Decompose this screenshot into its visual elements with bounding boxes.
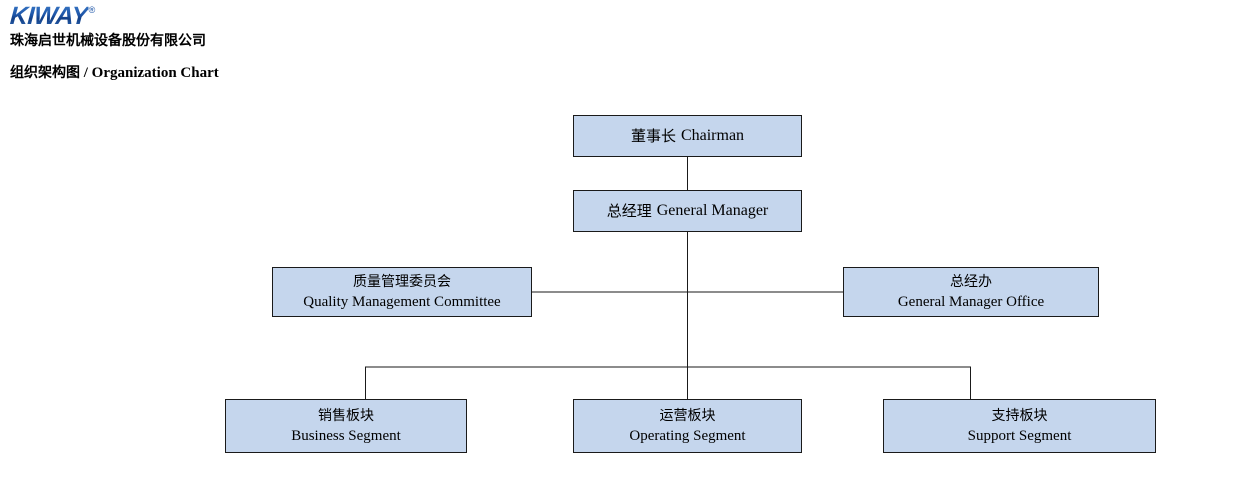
page-title-separator: / [80,65,92,81]
page-title-cn: 组织架构图 [10,65,80,81]
registered-trademark-icon: ® [88,5,96,15]
page-title: 组织架构图 / Organization Chart [10,63,219,83]
node-business-segment-label-cn: 销售板块 [318,408,374,424]
node-operating-segment[interactable]: 运营板块 Operating Segment [573,399,802,453]
node-support-segment[interactable]: 支持板块 Support Segment [883,399,1156,453]
node-chairman-label-cn: 董事长 [630,127,676,145]
node-chairman-label-en: Chairman [680,127,745,144]
node-operating-segment-label-en: Operating Segment [629,428,746,444]
node-general-manager-label-en: General Manager [656,202,769,219]
page-title-en: Organization Chart [91,65,219,81]
node-general-manager[interactable]: 总经理 General Manager [573,190,802,232]
node-support-segment-label-cn: 支持板块 [991,408,1048,424]
node-general-manager-office-label-cn: 总经办 [950,274,992,290]
page-header: KIWAY ® 珠海启世机械设备股份有限公司 组织架构图 / Organizat… [0,0,1253,100]
node-general-manager-office-label-en: General Manager Office [897,294,1045,310]
node-quality-management-committee[interactable]: 质量管理委员会 Quality Management Committee [272,267,532,317]
node-business-segment-label-en: Business Segment [291,428,401,444]
kiway-logo: KIWAY ® [9,2,96,30]
node-operating-segment-label-cn: 运营板块 [659,408,716,424]
node-chairman[interactable]: 董事长 Chairman [573,115,802,157]
company-name: 珠海启世机械设备股份有限公司 [10,33,206,49]
node-business-segment[interactable]: 销售板块 Business Segment [225,399,467,453]
node-general-manager-office[interactable]: 总经办 General Manager Office [843,267,1099,317]
node-support-segment-label-en: Support Segment [967,428,1072,444]
node-quality-management-committee-label-en: Quality Management Committee [303,294,501,310]
node-general-manager-label-cn: 总经理 [606,202,652,220]
node-quality-management-committee-label-cn: 质量管理委员会 [353,274,451,290]
